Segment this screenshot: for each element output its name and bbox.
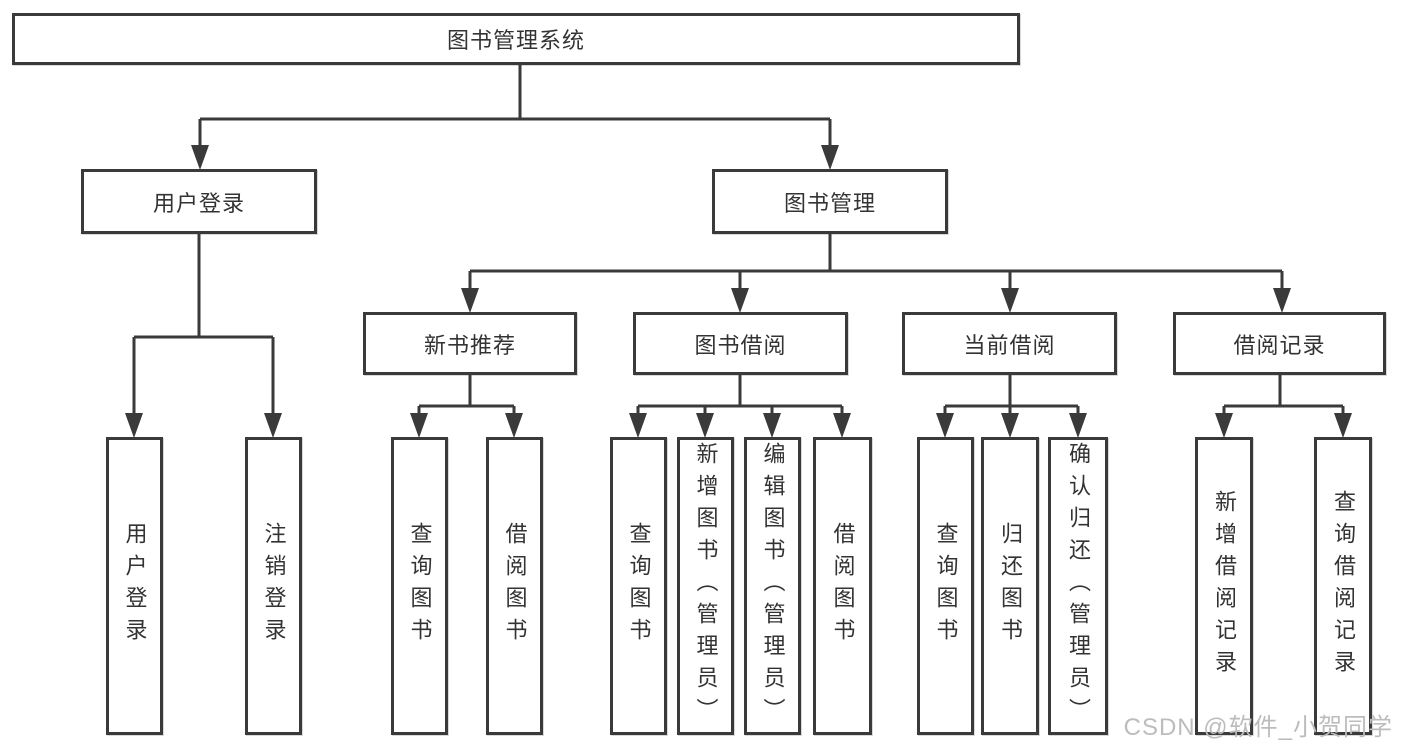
arrowhead-icon <box>191 145 209 170</box>
node-book-borrow: 图书借阅 <box>633 312 848 375</box>
leaf-query-books-current-label: 查询图书 <box>933 522 959 650</box>
arrowhead-icon <box>833 413 851 438</box>
connector-user-login-line <box>132 233 275 414</box>
leaf-confirm-return-admin-label: 确认归还（管理员） <box>1066 442 1091 730</box>
leaf-logout-label: 注销登录 <box>261 522 287 650</box>
leaf-add-book-admin: 新增图书（管理员） <box>677 437 734 735</box>
arrowhead-icon <box>1215 413 1233 438</box>
leaf-user-login-label: 用户登录 <box>122 522 148 650</box>
node-root-label: 图书管理系统 <box>446 28 585 53</box>
leaf-query-borrow-record: 查询借阅记录 <box>1314 437 1372 735</box>
leaf-borrow-books: 借阅图书 <box>813 437 872 735</box>
arrowhead-icon <box>821 145 839 170</box>
leaf-add-borrow-record-label: 新增借阅记录 <box>1212 490 1237 682</box>
node-book-borrow-label: 图书借阅 <box>694 332 787 358</box>
leaf-borrow-books-recommend: 借阅图书 <box>486 437 543 735</box>
leaf-query-books-current: 查询图书 <box>917 437 974 735</box>
arrowhead-icon <box>1334 413 1352 438</box>
leaf-query-books-borrow-label: 查询图书 <box>626 522 652 650</box>
arrowhead-icon <box>731 288 749 313</box>
leaf-user-login: 用户登录 <box>106 437 163 735</box>
arrowhead-icon <box>125 413 143 438</box>
leaf-add-book-admin-label: 新增图书（管理员） <box>693 442 719 730</box>
leaf-query-borrow-record-label: 查询借阅记录 <box>1331 490 1356 682</box>
node-current-borrow-label: 当前借阅 <box>963 332 1056 358</box>
leaf-confirm-return-admin: 确认归还（管理员） <box>1048 437 1108 735</box>
node-root: 图书管理系统 <box>12 13 1020 65</box>
arrowhead-icon <box>1001 413 1019 438</box>
leaf-edit-book-admin: 编辑图书（管理员） <box>744 437 801 735</box>
leaf-edit-book-admin-label: 编辑图书（管理员） <box>760 442 786 730</box>
node-new-book-recommend-label: 新书推荐 <box>423 332 516 358</box>
connector-current-borrow-line <box>943 374 1080 414</box>
connector-book-management-line <box>468 233 1284 288</box>
arrowhead-icon <box>1273 288 1291 313</box>
arrowhead-icon <box>936 413 954 438</box>
leaf-add-borrow-record: 新增借阅记录 <box>1195 437 1253 735</box>
leaf-return-book: 归还图书 <box>981 437 1039 735</box>
connector-root-line <box>198 64 832 146</box>
arrowhead-icon <box>461 288 479 313</box>
connector-book-borrow-line <box>636 374 844 414</box>
arrowhead-icon <box>1001 288 1019 313</box>
csdn-watermark: CSDN @软件_小贺同学 <box>1123 714 1393 741</box>
arrowhead-icon <box>696 413 714 438</box>
node-current-borrow: 当前借阅 <box>902 312 1117 375</box>
node-new-book-recommend: 新书推荐 <box>363 312 577 375</box>
leaf-query-books-borrow: 查询图书 <box>610 437 667 735</box>
node-borrow-records-label: 借阅记录 <box>1233 332 1326 358</box>
leaf-return-book-label: 归还图书 <box>998 522 1023 650</box>
arrowhead-icon <box>410 413 428 438</box>
leaf-logout: 注销登录 <box>245 437 302 735</box>
node-user-login-label: 用户登录 <box>152 190 245 216</box>
connector-borrow-records-line <box>1222 374 1345 414</box>
arrowhead-icon <box>629 413 647 438</box>
node-user-login: 用户登录 <box>81 169 317 234</box>
arrowhead-icon <box>763 413 781 438</box>
node-book-management: 图书管理 <box>712 169 948 234</box>
leaf-query-books-recommend: 查询图书 <box>391 437 448 735</box>
arrowhead-icon <box>1069 413 1087 438</box>
arrowhead-icon <box>264 413 282 438</box>
leaf-query-books-recommend-label: 查询图书 <box>407 522 433 650</box>
node-borrow-records: 借阅记录 <box>1173 312 1386 375</box>
leaf-borrow-books-recommend-label: 借阅图书 <box>502 522 528 650</box>
arrowhead-icon <box>505 413 523 438</box>
node-book-management-label: 图书管理 <box>783 190 876 216</box>
leaf-borrow-books-label: 借阅图书 <box>830 522 856 650</box>
connector-new-book-recommend-line <box>417 374 516 414</box>
